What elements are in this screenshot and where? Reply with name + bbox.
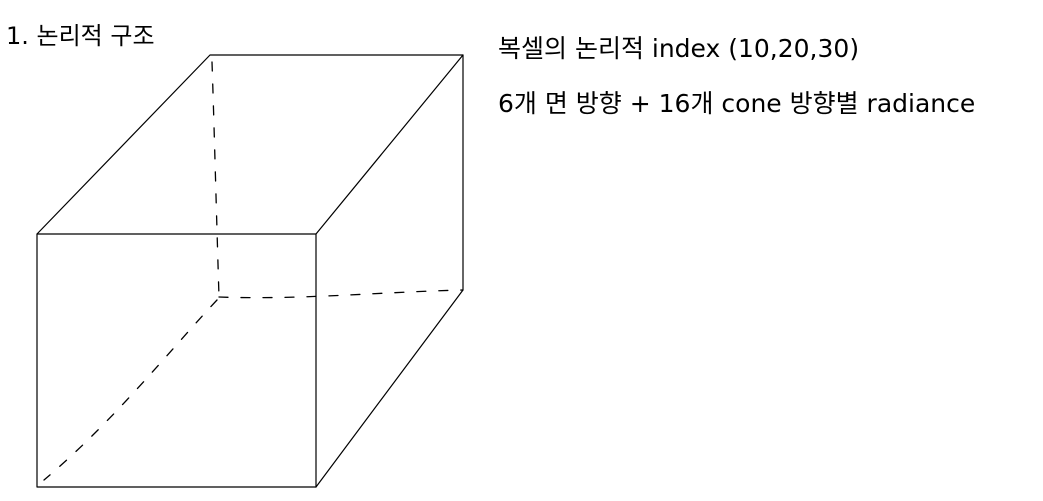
hidden-edge-diagonal xyxy=(43,299,218,481)
hidden-edge-horizontal xyxy=(218,289,464,299)
cube-front-face xyxy=(36,233,317,488)
note-voxel-index: 복셀의 논리적 index (10,20,30) xyxy=(498,34,859,63)
cube-top-face xyxy=(36,54,464,235)
note-radiance-directions: 6개 면 방향 + 16개 cone 방향별 radiance xyxy=(498,89,975,118)
cube-right-face xyxy=(315,54,464,488)
cube-visible-edges xyxy=(36,54,464,488)
cube-hidden-edges xyxy=(43,61,464,481)
voxel-cube xyxy=(36,54,464,488)
section-heading: 1. 논리적 구조 xyxy=(6,22,155,50)
hidden-edge-vertical xyxy=(211,61,220,298)
